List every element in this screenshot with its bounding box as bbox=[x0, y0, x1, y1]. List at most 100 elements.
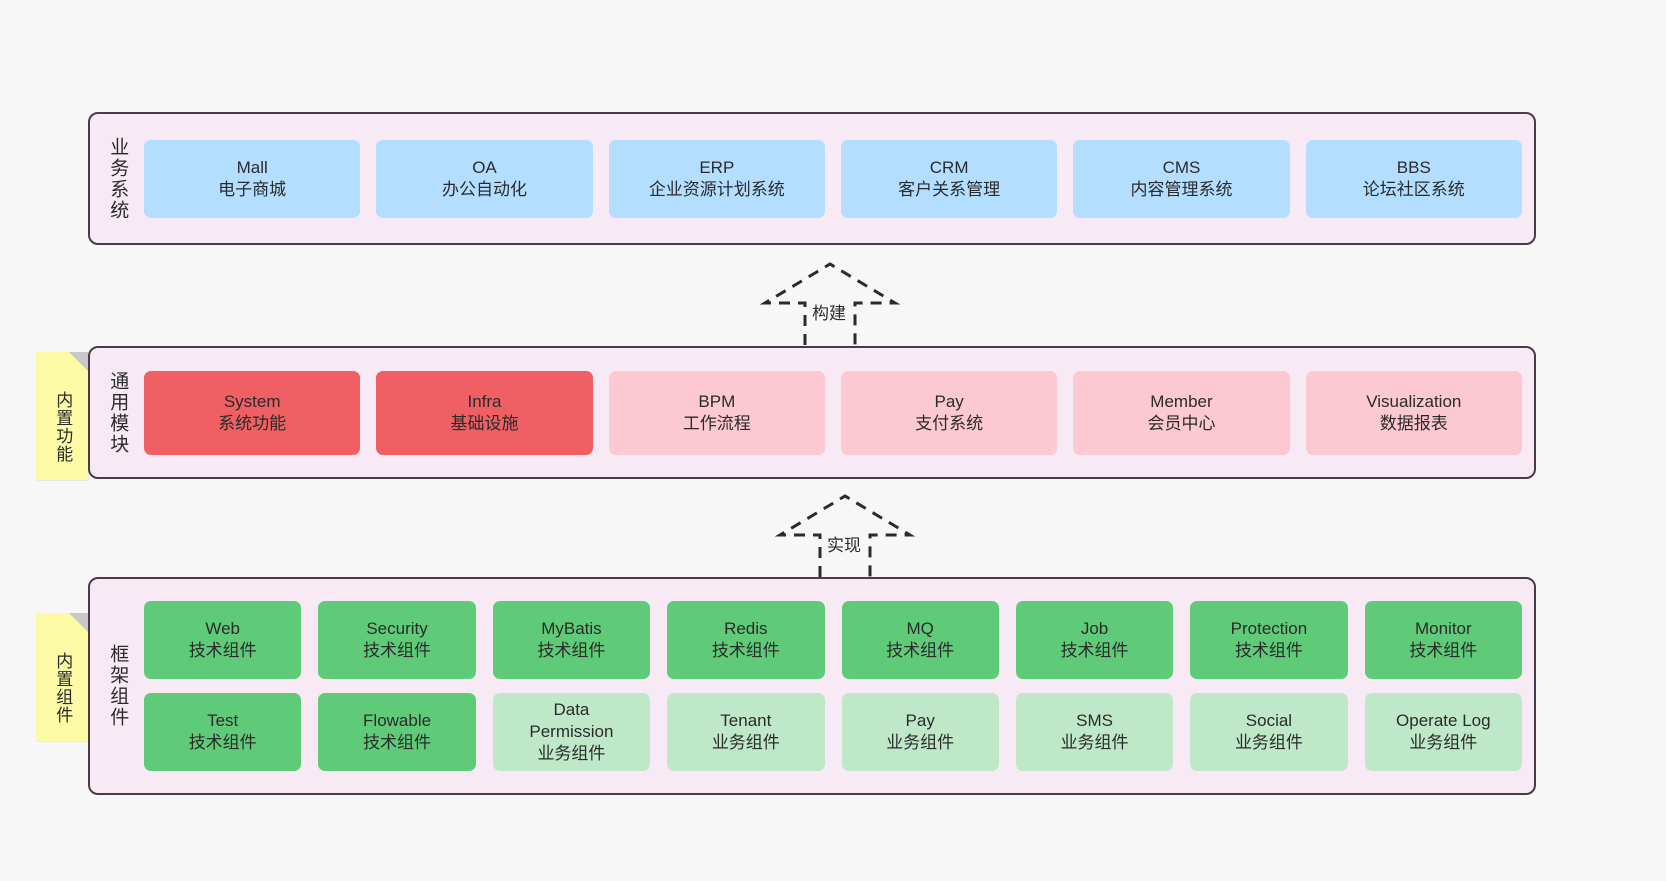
card-redis[interactable]: Redis 技术组件 bbox=[667, 601, 825, 679]
sticky-note-builtin-component-label: 内置组件 bbox=[53, 652, 73, 724]
card-mq-title: MQ bbox=[906, 619, 934, 639]
card-system-title: System bbox=[223, 391, 281, 411]
card-member[interactable]: Member 会员中心 bbox=[1073, 370, 1290, 455]
card-pay-module[interactable]: Pay 支付系统 bbox=[840, 370, 1058, 455]
card-pay-module-title: Pay bbox=[934, 391, 964, 411]
card-pay-module-subtitle: 支付系统 bbox=[915, 413, 984, 433]
card-crm[interactable]: CRM 客户关系管理 bbox=[840, 139, 1058, 218]
card-system-subtitle: 系统功能 bbox=[218, 413, 287, 433]
card-bpm-subtitle: 工作流程 bbox=[682, 413, 751, 433]
layer-body-common: System 系统功能 Infra 基础设施 BPM 工作流程 Pay 支付系统… bbox=[144, 348, 1534, 477]
card-mall[interactable]: Mall 电子商城 bbox=[144, 139, 361, 218]
layer-common-modules: 通用模块 System 系统功能 Infra 基础设施 BPM 工作流程 Pay… bbox=[88, 346, 1536, 479]
card-test[interactable]: Test 技术组件 bbox=[144, 693, 302, 771]
layer-body-framework: Web 技术组件 Security 技术组件 MyBatis 技术组件 Redi… bbox=[144, 579, 1534, 793]
card-social-subtitle: 业务组件 bbox=[1234, 733, 1303, 752]
card-redis-subtitle: 技术组件 bbox=[711, 641, 780, 660]
card-flowable[interactable]: Flowable 技术组件 bbox=[318, 693, 476, 771]
card-sms-subtitle: 业务组件 bbox=[1060, 733, 1129, 752]
card-data-permission[interactable]: Data Permission 业务组件 bbox=[492, 693, 651, 771]
layer-body-business: Mall 电子商城 OA 办公自动化 ERP 企业资源计划系统 CRM 客户关系… bbox=[144, 114, 1534, 243]
card-erp-title: ERP bbox=[699, 157, 735, 177]
card-operate-log-title: Operate Log bbox=[1396, 711, 1491, 731]
layer-title-framework: 框架组件 bbox=[107, 644, 129, 728]
sticky-note-builtin-function-label: 内置功能 bbox=[53, 391, 73, 463]
card-crm-title: CRM bbox=[929, 157, 969, 177]
card-infra-title: Infra bbox=[467, 391, 502, 411]
card-member-subtitle: 会员中心 bbox=[1147, 413, 1216, 433]
card-pay-component[interactable]: Pay 业务组件 bbox=[841, 693, 999, 771]
card-security[interactable]: Security 技术组件 bbox=[318, 601, 476, 679]
card-visualization-subtitle: 数据报表 bbox=[1379, 413, 1448, 433]
card-test-subtitle: 技术组件 bbox=[188, 733, 257, 752]
card-tenant[interactable]: Tenant 业务组件 bbox=[667, 693, 825, 771]
card-erp-subtitle: 企业资源计划系统 bbox=[648, 179, 785, 199]
card-social[interactable]: Social 业务组件 bbox=[1190, 693, 1348, 771]
card-oa[interactable]: OA 办公自动化 bbox=[376, 139, 593, 218]
card-mq-subtitle: 技术组件 bbox=[886, 641, 955, 660]
card-member-title: Member bbox=[1150, 391, 1213, 411]
card-mybatis-subtitle: 技术组件 bbox=[537, 641, 606, 660]
card-web-title: Web bbox=[205, 619, 241, 639]
card-bbs-title: BBS bbox=[1396, 157, 1431, 177]
implement-arrow-icon bbox=[774, 494, 916, 577]
layer-framework-components: 框架组件 Web 技术组件 Security 技术组件 MyBatis 技术组件… bbox=[88, 577, 1536, 795]
card-cms[interactable]: CMS 内容管理系统 bbox=[1073, 139, 1290, 218]
card-tenant-title: Tenant bbox=[720, 711, 772, 731]
connector-build-label: 构建 bbox=[812, 304, 846, 323]
sticky-note-builtin-function: 内置功能 bbox=[36, 352, 88, 480]
card-operate-log-subtitle: 业务组件 bbox=[1409, 733, 1478, 752]
connector-implement-label: 实现 bbox=[827, 536, 861, 555]
card-social-title: Social bbox=[1245, 711, 1293, 731]
card-crm-subtitle: 客户关系管理 bbox=[898, 179, 1001, 199]
card-mall-title: Mall bbox=[236, 157, 268, 177]
layer-title-common: 通用模块 bbox=[107, 370, 129, 455]
card-mq[interactable]: MQ 技术组件 bbox=[841, 601, 999, 679]
card-protection-subtitle: 技术组件 bbox=[1234, 641, 1303, 660]
card-sms[interactable]: SMS 业务组件 bbox=[1015, 693, 1174, 771]
card-security-subtitle: 技术组件 bbox=[363, 641, 432, 660]
layer-title-business: 业务系统 bbox=[107, 136, 129, 221]
card-bbs[interactable]: BBS 论坛社区系统 bbox=[1305, 139, 1522, 218]
card-job[interactable]: Job 技术组件 bbox=[1015, 601, 1174, 679]
card-sms-title: SMS bbox=[1076, 711, 1113, 731]
card-pay-component-title: Pay bbox=[905, 711, 935, 731]
card-mybatis-title: MyBatis bbox=[541, 619, 602, 639]
card-redis-title: Redis bbox=[724, 619, 768, 639]
card-monitor[interactable]: Monitor 技术组件 bbox=[1364, 601, 1522, 679]
card-test-title: Test bbox=[207, 711, 239, 731]
card-data-permission-title: Data Permission bbox=[529, 700, 614, 742]
card-infra[interactable]: Infra 基础设施 bbox=[376, 370, 593, 455]
card-protection-title: Protection bbox=[1230, 619, 1308, 639]
card-visualization[interactable]: Visualization 数据报表 bbox=[1305, 370, 1522, 455]
card-cms-subtitle: 内容管理系统 bbox=[1130, 179, 1233, 199]
card-cms-title: CMS bbox=[1162, 157, 1201, 177]
card-bpm-title: BPM bbox=[698, 391, 736, 411]
card-bpm[interactable]: BPM 工作流程 bbox=[608, 370, 825, 455]
card-tenant-subtitle: 业务组件 bbox=[711, 733, 780, 752]
card-pay-component-subtitle: 业务组件 bbox=[886, 733, 955, 752]
card-infra-subtitle: 基础设施 bbox=[450, 413, 519, 433]
card-protection[interactable]: Protection 技术组件 bbox=[1190, 601, 1348, 679]
card-mybatis[interactable]: MyBatis 技术组件 bbox=[492, 601, 651, 679]
card-flowable-subtitle: 技术组件 bbox=[363, 733, 432, 752]
card-job-title: Job bbox=[1080, 619, 1109, 639]
framework-row-business: Test 技术组件 Flowable 技术组件 Data Permission … bbox=[144, 693, 1522, 771]
card-oa-subtitle: 办公自动化 bbox=[441, 179, 527, 199]
card-security-title: Security bbox=[366, 619, 428, 639]
card-monitor-subtitle: 技术组件 bbox=[1409, 641, 1478, 660]
card-web[interactable]: Web 技术组件 bbox=[144, 601, 302, 679]
card-monitor-title: Monitor bbox=[1414, 619, 1472, 639]
build-arrow-icon bbox=[759, 262, 901, 345]
card-oa-title: OA bbox=[472, 157, 497, 177]
card-operate-log[interactable]: Operate Log 业务组件 bbox=[1364, 693, 1522, 771]
card-system[interactable]: System 系统功能 bbox=[144, 370, 361, 455]
framework-row-tech: Web 技术组件 Security 技术组件 MyBatis 技术组件 Redi… bbox=[144, 601, 1522, 679]
card-data-permission-subtitle: 业务组件 bbox=[537, 743, 606, 763]
card-erp[interactable]: ERP 企业资源计划系统 bbox=[608, 139, 825, 218]
card-web-subtitle: 技术组件 bbox=[188, 641, 257, 660]
card-visualization-title: Visualization bbox=[1366, 391, 1462, 411]
connector-build: 构建 bbox=[759, 261, 901, 345]
layer-business-systems: 业务系统 Mall 电子商城 OA 办公自动化 ERP 企业资源计划系统 CRM… bbox=[88, 112, 1536, 245]
